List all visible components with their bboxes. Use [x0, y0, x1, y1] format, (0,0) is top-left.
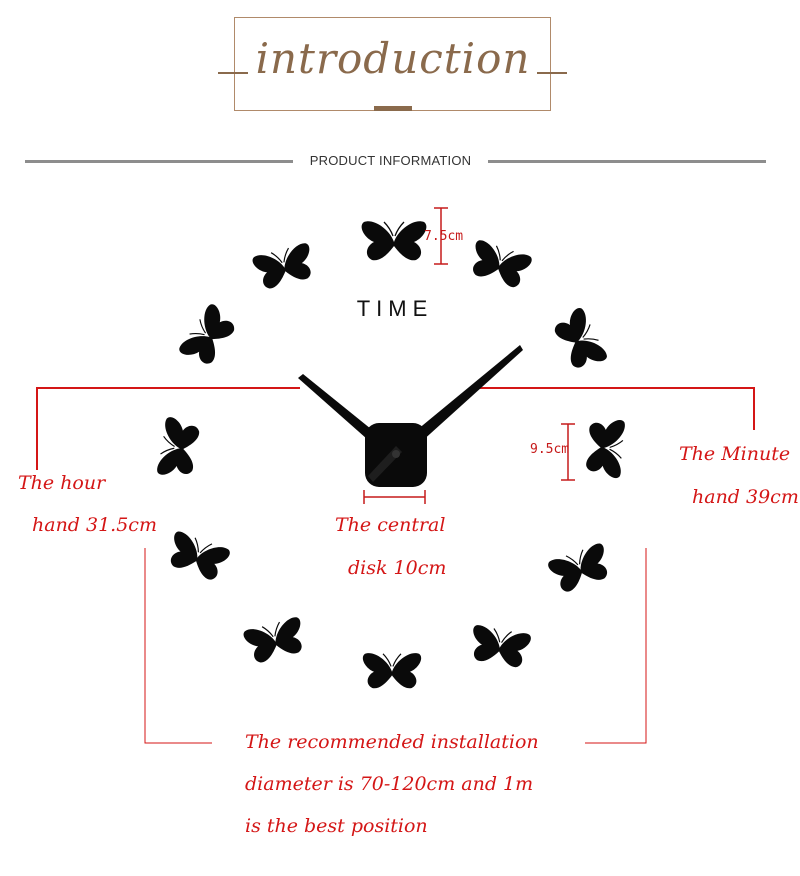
section-divider-right	[488, 160, 766, 163]
clock-time-label: TIME	[356, 296, 434, 321]
header-frame-left	[234, 17, 235, 110]
header-dash-left	[218, 72, 248, 74]
butterfly-2-icon	[549, 305, 610, 375]
butterfly-11-icon	[250, 241, 318, 292]
header-frame-top	[234, 17, 550, 18]
minute-hand-label-1: The Minute	[679, 443, 791, 465]
butterfly-7-icon	[241, 615, 309, 666]
install-note-line-2: diameter is 70-120cm and 1m	[245, 773, 534, 795]
minute-hand-label-2: hand 39cm	[692, 486, 799, 508]
hour-hand-label-1: The hour	[18, 472, 106, 494]
hour-hand-guide	[36, 387, 300, 470]
butterfly-3-icon	[584, 416, 626, 480]
central-disk	[365, 423, 427, 487]
butterfly-bottom-icon	[362, 652, 422, 689]
header-frame-bottom-right	[412, 110, 551, 111]
section-label: PRODUCT INFORMATION	[309, 153, 472, 168]
butterfly-4-icon	[546, 541, 615, 596]
install-note-line-3: is the best position	[245, 815, 428, 837]
hour-hand-label-2: hand 31.5cm	[32, 514, 157, 536]
page-title: introduction	[255, 34, 531, 83]
install-note-line-1: The recommended installation	[245, 731, 539, 753]
hand-base-label: 9.5cm	[530, 442, 570, 457]
butterfly-1-icon	[466, 238, 534, 291]
header-accent-bar	[374, 106, 412, 111]
header-frame-bottom-left	[234, 110, 374, 111]
header-frame-right	[550, 17, 551, 110]
butterfly-size-label: 7.5cm	[424, 229, 464, 244]
section-divider-left	[25, 160, 293, 163]
header-dash-right	[537, 72, 567, 74]
central-disk-label-2: disk 10cm	[348, 557, 447, 579]
butterfly-8-icon	[163, 529, 232, 584]
butterfly-10-icon	[176, 301, 241, 371]
butterfly-5-icon	[467, 623, 533, 670]
butterfly-9-icon	[155, 415, 202, 481]
butterfly-top-icon	[360, 220, 428, 261]
minute-hand-guide	[470, 387, 755, 430]
minute-hand	[400, 345, 523, 452]
central-disk-label-1: The central	[335, 514, 446, 536]
